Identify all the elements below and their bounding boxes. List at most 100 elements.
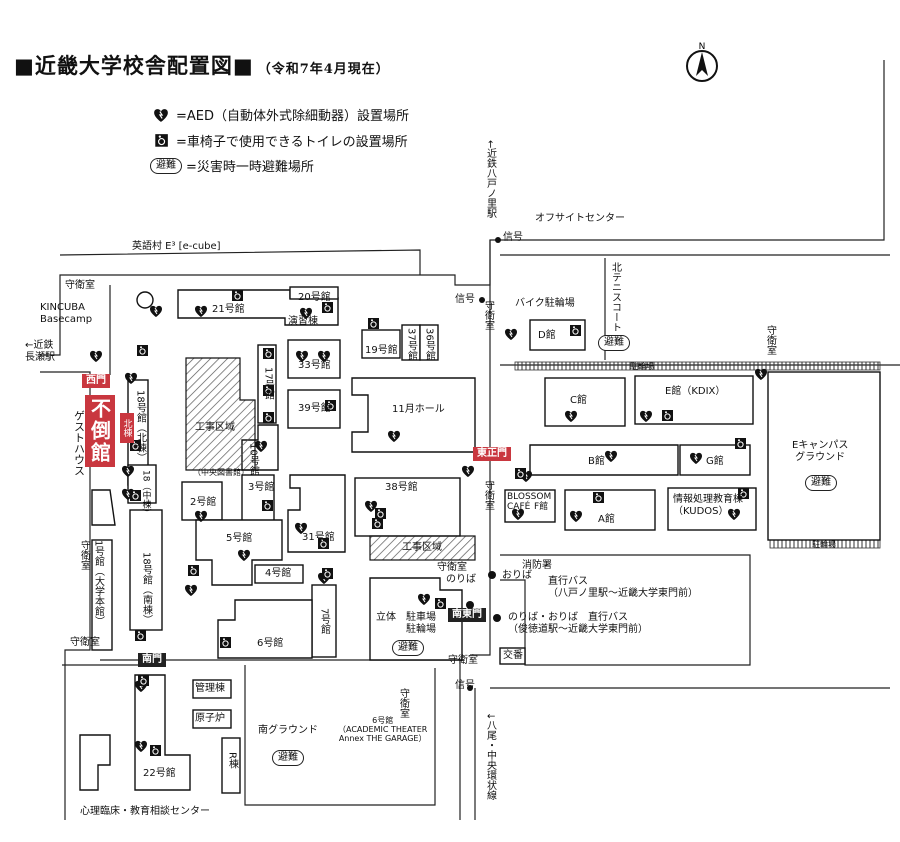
label-shinri: 心理臨床・教育相談センター [80, 806, 210, 817]
label-b5: 5号館 [226, 533, 253, 544]
label-bus1: 直行バス （八戸ノ里駅～近畿大学東門前） [548, 576, 698, 599]
label-b7: 7号館 [318, 608, 330, 635]
label-guard-7: 守衛室 [764, 325, 776, 355]
label-d: D館 [538, 330, 556, 341]
label-b1: 1号館（大学本館） [92, 540, 104, 627]
label-guard-8: 守衛室 [397, 688, 409, 718]
genshiro [192, 709, 232, 729]
label-southgr: 南グラウンド [258, 725, 318, 736]
tennis-court: 北テニスコート [609, 262, 621, 332]
evac-4: 避難 [272, 750, 304, 766]
label-genshiro: 原子炉 [195, 713, 225, 724]
label-b6annex: 6号館 （ACADEMIC THEATER Annex THE GARAGE） [338, 716, 428, 744]
label-eigomura: 英語村 E³ [e-cube] [132, 241, 221, 252]
label-kudos: 情報処理教育棟 （KUDOS） [673, 494, 743, 517]
label-c: C館 [570, 395, 587, 406]
legend-evac: 避難 =災害時一時避難場所 [150, 156, 314, 175]
label-signal-1: 信号 [503, 232, 523, 243]
label-b22: 22号館 [143, 768, 176, 779]
building-11 [351, 377, 476, 453]
wheelchair-toilet-icon [154, 133, 169, 147]
label-b31: 31号館 [302, 532, 335, 543]
label-guest: ゲストハウス [72, 410, 86, 476]
label-guard-6: 守衛室 [482, 300, 494, 330]
north-arrow-icon: N [686, 42, 718, 82]
title-main: ■近畿大学校舎配置図■ [14, 53, 254, 78]
building-1 [91, 539, 113, 651]
label-b33: 33号館 [298, 360, 331, 371]
construction-zone-2 [369, 535, 476, 561]
label-b17: 17号館 [262, 367, 274, 400]
signal-dots [466, 237, 501, 691]
title-sub: （令和7年4月現在） [257, 62, 390, 77]
label-g: G館 [706, 456, 724, 467]
legend-aed-text: =AED（自動体外式除細動器）設置場所 [176, 109, 410, 124]
gate-south: 南門 [138, 653, 166, 667]
building-G [679, 444, 751, 476]
building-E [634, 375, 754, 425]
label-b: B館 [588, 456, 605, 467]
label-guard-2: 守衛室 [437, 562, 467, 573]
label-b2: 2号館 [190, 497, 217, 508]
shinri-center [79, 734, 111, 791]
evac-1: 避難 [598, 335, 630, 351]
label-b18s: 18号館（南棟） [140, 552, 152, 625]
label-guard-4: 守衛室 [70, 637, 100, 648]
evac-badge: 避難 [150, 157, 182, 174]
gate-east-main: 東正門 [473, 447, 511, 461]
building-6 [217, 599, 313, 659]
r-to [221, 737, 241, 794]
label-b3: 3号館 [248, 482, 275, 493]
label-bus2: のりば・おりば 直行バス （俊徳道駅～近畿大学東門前） [508, 612, 648, 635]
legend-toilet: =車椅子で使用できるトイレの設置場所 [150, 131, 408, 150]
koban [499, 647, 526, 665]
label-guard-1: 守衛室 [65, 280, 95, 291]
building-3 [241, 474, 275, 524]
building-20 [289, 286, 339, 300]
svg-text:N: N [699, 42, 706, 52]
label-chulin-1: 駐輪場 [630, 362, 654, 371]
label-kanri: 管理棟 [195, 683, 225, 694]
kitato-label: 北棟 [120, 413, 134, 443]
label-koban: 交番 [503, 650, 523, 661]
construction-zone-1 [185, 357, 256, 471]
label-f: F館 [534, 502, 549, 512]
label-signal-3: 信号 [455, 680, 475, 691]
label-b4: 4号館 [265, 568, 292, 579]
parking-strip [514, 361, 881, 371]
label-rittai: 立体 駐車場 駐輪場 [376, 612, 436, 635]
legend-aed: =AED（自動体外式除細動器）設置場所 [150, 105, 409, 124]
label-oriba: おりば [502, 570, 532, 581]
label-b10: 10号館 [247, 443, 259, 476]
station-yaenosato: ←近鉄八戸ノ里駅 [484, 140, 496, 219]
label-rto: R棟 [226, 752, 238, 769]
e-campus-ground [767, 371, 881, 541]
gate-south-east: 南東門 [448, 608, 486, 622]
building-7 [311, 584, 337, 658]
label-bike: バイク駐輪場 [515, 298, 575, 309]
building-4 [254, 564, 304, 584]
station-nagase: ←近鉄 長瀬駅 [25, 340, 55, 363]
guest-house [91, 489, 116, 526]
blossom-cafe [504, 489, 556, 523]
page-title: ■近畿大学校舎配置図■（令和7年4月現在） [14, 50, 390, 80]
label-b38: 38号館 [385, 482, 418, 493]
label-blossom: BLOSSOM CAFÉ [507, 492, 552, 513]
building-22 [134, 674, 191, 791]
label-b18n: 18号館（北棟） [134, 390, 146, 463]
building-36 [419, 324, 439, 361]
label-engeki: 演習棟 [288, 316, 318, 327]
eigomura-marker [136, 291, 154, 309]
label-b19: 19号館 [365, 345, 398, 356]
road-chuo: ↓八尾・中央環状線 [484, 712, 496, 801]
gate-west: 西門 [82, 374, 110, 388]
label-noriba: のりば [446, 574, 476, 585]
label-shobo: 消防署 [522, 560, 552, 571]
label-guard-5: 守衛室 [482, 480, 494, 510]
label-b21: 21号館 [212, 304, 245, 315]
label-e: E館（KDIX） [665, 386, 726, 397]
fudokan-label: 不倒館 [85, 395, 115, 467]
legend-evac-text: =災害時一時避難場所 [186, 160, 314, 175]
label-signal-2: 信号 [455, 294, 475, 305]
